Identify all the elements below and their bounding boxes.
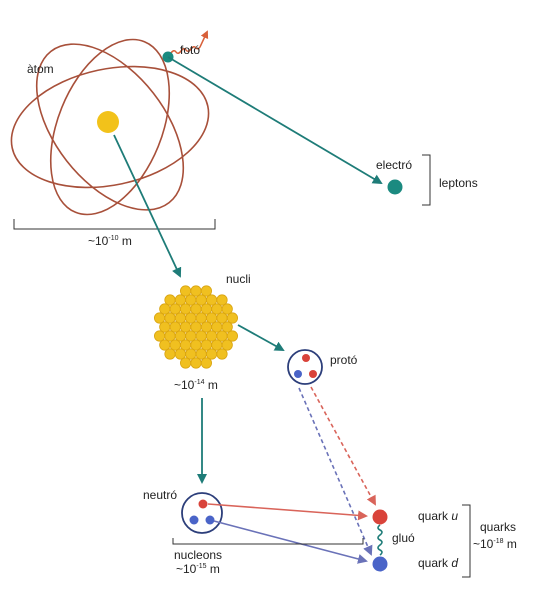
gluon-label: gluó bbox=[392, 531, 415, 545]
quark-scale-prefix: ~10 bbox=[473, 537, 494, 551]
photon-label: fotó bbox=[180, 43, 201, 57]
nucleon-scale-label: ~10-15 m bbox=[176, 562, 220, 576]
neutron-down-quark-1 bbox=[189, 515, 199, 525]
arrow-to-nucleus bbox=[113, 134, 182, 278]
neutron-up-quark bbox=[198, 499, 208, 509]
up-quark bbox=[372, 509, 388, 525]
quark-d-label: quark d bbox=[418, 556, 458, 570]
arrow-to-electron bbox=[167, 56, 383, 185]
nucleon-ball bbox=[180, 357, 192, 369]
neutron bbox=[181, 492, 223, 534]
neutron-down-quark-2 bbox=[205, 515, 215, 525]
nucleon-ball bbox=[200, 285, 212, 297]
down-quark bbox=[372, 556, 388, 572]
nucleon-ball bbox=[226, 312, 238, 324]
nucleon-ball bbox=[221, 321, 233, 333]
arrow-to-proton bbox=[237, 324, 285, 351]
atom-scale-label: ~10-10 m bbox=[88, 234, 132, 248]
photon-wave bbox=[170, 30, 209, 55]
proton-down-quark bbox=[294, 370, 302, 378]
proton-up-quark-1 bbox=[302, 354, 310, 362]
proton bbox=[287, 349, 323, 385]
leptons-label: leptons bbox=[439, 176, 478, 190]
nucleon-scale-exponent: -15 bbox=[196, 563, 207, 570]
atom-orbits bbox=[10, 38, 210, 216]
atom-scale-prefix: ~10 bbox=[88, 234, 109, 248]
quark-u-prefix: quark bbox=[418, 509, 452, 523]
nucleon-ball bbox=[190, 357, 202, 369]
electron-label: electró bbox=[376, 158, 413, 172]
gluon-wave bbox=[377, 524, 383, 556]
nucleon-ball bbox=[221, 339, 233, 351]
neutron-to-up-quark-arrow bbox=[207, 503, 368, 521]
quark-u-label: quark u bbox=[418, 509, 458, 523]
nucleus-scale-label: ~10-14 m bbox=[174, 378, 218, 392]
nucleus-scale-unit: m bbox=[204, 378, 218, 392]
quark-u-letter: u bbox=[451, 509, 459, 523]
nucleons-label: nucleons bbox=[174, 548, 223, 562]
nucleon-ball bbox=[216, 348, 228, 360]
nucleon-scale-bar bbox=[172, 538, 364, 545]
orbit-3 bbox=[49, 38, 171, 216]
neutron-to-down-quark-arrow bbox=[213, 520, 368, 564]
nucleon-ball bbox=[226, 330, 238, 342]
orbit-1 bbox=[10, 65, 210, 189]
proton-ring bbox=[287, 349, 323, 385]
proton-up-quark-2 bbox=[309, 370, 317, 378]
atom-scale-bar bbox=[13, 219, 216, 230]
quarks-bracket bbox=[462, 504, 471, 578]
nucleon-ball bbox=[216, 294, 228, 306]
quark-d-prefix: quark bbox=[418, 556, 452, 570]
nucleon-ball bbox=[221, 303, 233, 315]
neutron-label: neutró bbox=[143, 488, 178, 502]
atom-nucleus bbox=[97, 111, 119, 133]
leptons-bracket bbox=[422, 154, 431, 206]
nucleus-cluster bbox=[154, 285, 238, 369]
nucleon-ball bbox=[200, 357, 212, 369]
proton-to-down-quark-arrow bbox=[298, 387, 373, 556]
nucleon-ball bbox=[164, 348, 176, 360]
quark-scale-exponent: -18 bbox=[493, 538, 504, 545]
atom-scale-unit: m bbox=[118, 234, 132, 248]
neutron-ring bbox=[181, 492, 223, 534]
nucleus-label: nucli bbox=[226, 272, 251, 286]
atom-label: àtom bbox=[27, 62, 54, 76]
electron-particle bbox=[387, 179, 403, 195]
nucleon-scale-unit: m bbox=[206, 562, 220, 576]
quark-scale-unit: m bbox=[503, 537, 517, 551]
quarks-label: quarks bbox=[480, 520, 517, 534]
nucleus-scale-exponent: -14 bbox=[194, 379, 205, 386]
proton-to-up-quark-arrow bbox=[310, 386, 376, 506]
quark-scale-label: ~10-18 m bbox=[473, 537, 517, 551]
orbit-2 bbox=[35, 43, 185, 211]
nucleon-scale-prefix: ~10 bbox=[176, 562, 197, 576]
atom-scale-exponent: -10 bbox=[108, 235, 119, 242]
nucleus-scale-prefix: ~10 bbox=[174, 378, 195, 392]
quark-d-letter: d bbox=[451, 556, 459, 570]
proton-label: protó bbox=[330, 353, 358, 367]
